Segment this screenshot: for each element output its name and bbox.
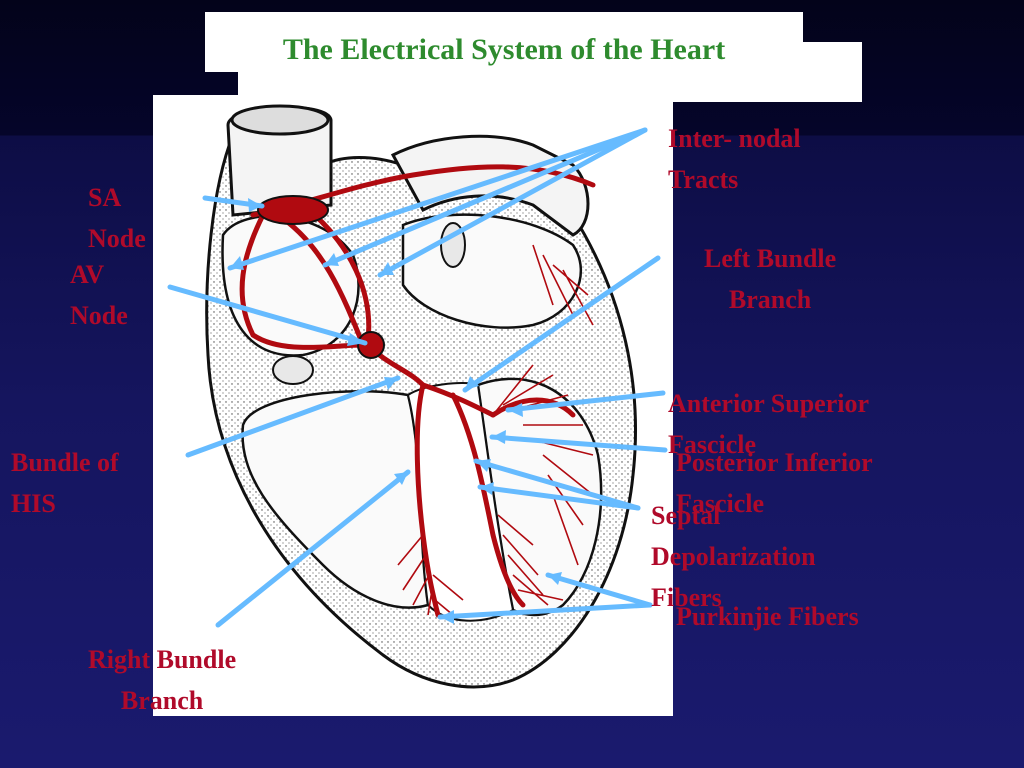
- label-purkinje-fibers: Purkinjie Fibers: [676, 602, 859, 631]
- vena-cava-opening: [230, 104, 330, 136]
- label-left-bundle-branch: Left Bundle Branch: [704, 244, 837, 314]
- label-bundle-of-his: Bundle of HIS: [11, 448, 119, 518]
- arrow-left-bundle: [462, 255, 661, 393]
- title-box-shadow: [238, 42, 862, 102]
- arrow-posterior-inferior: [489, 434, 668, 453]
- label-sa-node: SA Node: [88, 183, 146, 253]
- arrow-purkinje-1: [545, 572, 653, 608]
- arrow-anterior-superior: [505, 390, 666, 413]
- arrow-av-node: [167, 284, 368, 346]
- arrow-internodal-3: [377, 127, 648, 278]
- arrow-bundle-his: [185, 375, 401, 458]
- av-node: [357, 331, 385, 359]
- label-right-bundle-branch: Right Bundle Branch: [88, 645, 237, 715]
- label-septal-depolarization-fibers: Septal Depolarization Fibers: [651, 501, 816, 612]
- arrow-internodal-1: [227, 127, 648, 271]
- heart-illustration: [205, 104, 637, 689]
- aortic-arch: [390, 134, 590, 237]
- sa-node: [257, 195, 329, 225]
- label-anterior-superior-fascicle: Anterior Superior Fascicle: [668, 389, 869, 459]
- heart-illustration-panel: [153, 95, 673, 716]
- arrow-right-bundle: [215, 469, 411, 628]
- arrow-internodal-2: [322, 127, 648, 268]
- arrow-septal-1: [473, 458, 641, 511]
- purkinje-fibers: [397, 244, 594, 616]
- label-av-node: AV Node: [70, 260, 128, 330]
- arrow-septal-2: [477, 484, 641, 511]
- label-internodal-tracts: Inter- nodal Tracts: [668, 124, 801, 194]
- label-posterior-inferior-fascicle: Posterior Inferior Fascicle: [676, 448, 873, 518]
- page-title: The Electrical System of the Heart: [282, 33, 726, 66]
- valve-opening: [272, 355, 314, 385]
- arrow-purkinje-2: [437, 602, 653, 620]
